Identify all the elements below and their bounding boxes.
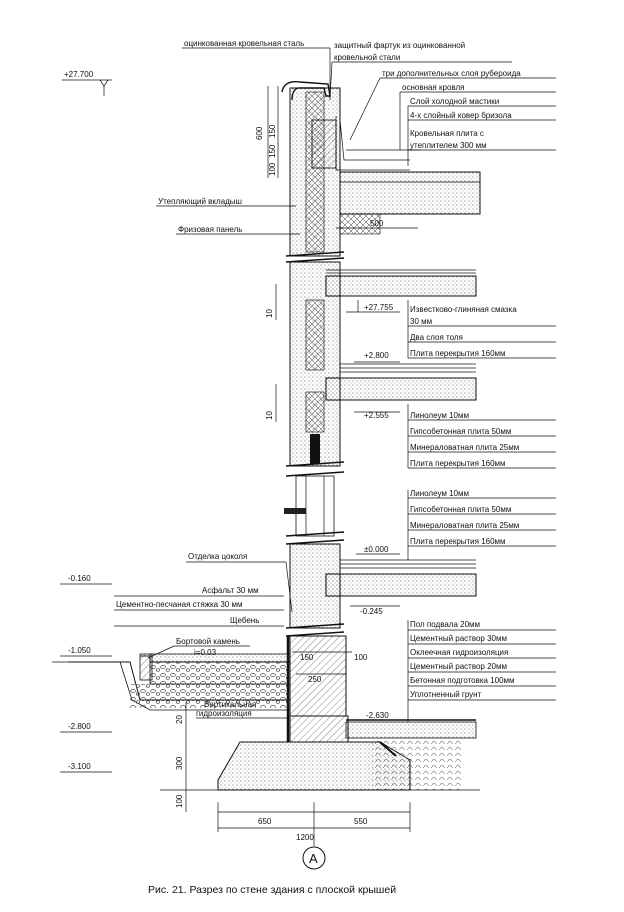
dim-100: 100	[268, 162, 277, 176]
label-cold-mastic: Слой холодной мастики	[410, 97, 499, 106]
dim-550: 550	[354, 817, 368, 826]
dim-650: 650	[258, 817, 272, 826]
dim-250: 250	[308, 675, 322, 684]
ground-paving	[52, 653, 291, 711]
label-basement-floor: Пол подвала 20мм	[410, 620, 480, 629]
label-brizol: 4-х слойный ковер бризола	[410, 111, 512, 120]
label-concrete-prep: Бетонная подготовка 100мм	[410, 676, 515, 685]
dim-100b: 100	[354, 653, 368, 662]
floor-slabs	[325, 269, 477, 739]
label-gravel: Щебень	[230, 616, 259, 625]
level-m0160: -0.160	[68, 574, 91, 583]
label-lime-clay-1: Известково-глиняная смазка	[410, 305, 517, 314]
wall-column	[284, 87, 349, 743]
level-m2630: -2.630	[366, 711, 389, 720]
label-slab160-b: Плита перекрытия 160мм	[410, 459, 506, 468]
label-texts: оцинкованная кровельная сталь защитный ф…	[116, 39, 521, 718]
label-extra-layers: три дополнительных слоя рубероида	[382, 69, 521, 78]
label-cement30: Цементный раствор 30мм	[410, 634, 507, 643]
level-m1050: -1.050	[68, 646, 91, 655]
label-gypsum-a: Гипсобетонная плита 50мм	[410, 427, 511, 436]
label-vert-wp-2: гидроизоляция	[196, 709, 252, 718]
label-slab160-c: Плита перекрытия 160мм	[410, 537, 506, 546]
figure-caption: Рис. 21. Разрез по стене здания с плоско…	[148, 884, 396, 896]
label-roof-slab-1: Кровельная плита с	[410, 129, 484, 138]
level-27755: +27.755	[364, 303, 394, 312]
label-roof-steel: оцинкованная кровельная сталь	[184, 39, 304, 48]
label-apron-1: защитный фартук из оцинкованной	[334, 41, 465, 50]
label-tol: Два слоя толя	[410, 333, 463, 342]
dim-10a: 10	[265, 309, 274, 318]
leader-lines	[114, 47, 556, 722]
level-marks	[60, 79, 400, 773]
level-texts: +27.700 +27.755 +2.800 +2.555 ±0.000 -0.…	[64, 70, 394, 771]
dim-300: 300	[175, 756, 184, 770]
dim-10b: 10	[265, 411, 274, 420]
label-mineral-b: Минераловатная плита 25мм	[410, 521, 519, 530]
label-slab160-a: Плита перекрытия 160мм	[410, 349, 506, 358]
label-frieze: Фризовая панель	[178, 225, 242, 234]
label-curb: Бортовой камень	[176, 637, 240, 646]
parapet-roof	[281, 81, 481, 235]
axis-bubble	[302, 846, 326, 870]
label-slope: i=0.03	[194, 648, 217, 657]
dim-150c: 150	[300, 653, 314, 662]
dim-150a: 150	[268, 144, 277, 158]
label-lime-clay-2: 30 мм	[410, 317, 432, 326]
dimension-texts: 600 100 150 150 500 10 10 150 100 250 20…	[175, 124, 384, 842]
label-mineral-a: Минераловатная плита 25мм	[410, 443, 519, 452]
level-0000: ±0.000	[364, 545, 389, 554]
label-roof-slab-2: утеплителем 300 мм	[410, 141, 487, 150]
dim-1200: 1200	[296, 833, 314, 842]
dim-20: 20	[175, 715, 184, 724]
label-cement20: Цементный раствор 20мм	[410, 662, 507, 671]
label-lino-a: Линолеум 10мм	[410, 411, 469, 420]
dim-500: 500	[370, 219, 384, 228]
axis-label: А	[309, 851, 318, 866]
dim-600: 600	[255, 126, 264, 140]
label-asphalt: Асфальт 30 мм	[202, 586, 259, 595]
level-m3100: -3.100	[68, 762, 91, 771]
level-m2800: -2.800	[68, 722, 91, 731]
dim-150b: 150	[268, 124, 277, 138]
label-apron-2: кровельной стали	[334, 53, 400, 62]
label-vert-wp-1: Вертикальная	[204, 700, 256, 709]
label-lino-b: Линолеум 10мм	[410, 489, 469, 498]
level-2555: +2.555	[364, 411, 389, 420]
label-glued-wp: Оклеечная гидроизоляция	[410, 648, 508, 657]
dim-100c: 100	[175, 794, 184, 808]
label-plinth: Отделка цоколя	[188, 552, 247, 561]
level-m0245: -0.245	[360, 607, 383, 616]
level-2800: +2.800	[364, 351, 389, 360]
label-main-roof: основная кровля	[402, 83, 464, 92]
dimension-lines	[185, 86, 418, 846]
label-gypsum-b: Гипсобетонная плита 50мм	[410, 505, 511, 514]
foundation	[160, 740, 480, 791]
label-screed: Цементно-песчаная стяжка 30 мм	[116, 600, 242, 609]
label-compacted: Уплотненный грунт	[410, 690, 482, 699]
level-top: +27.700	[64, 70, 94, 79]
label-insert: Утепляющий вкладыш	[158, 197, 242, 206]
